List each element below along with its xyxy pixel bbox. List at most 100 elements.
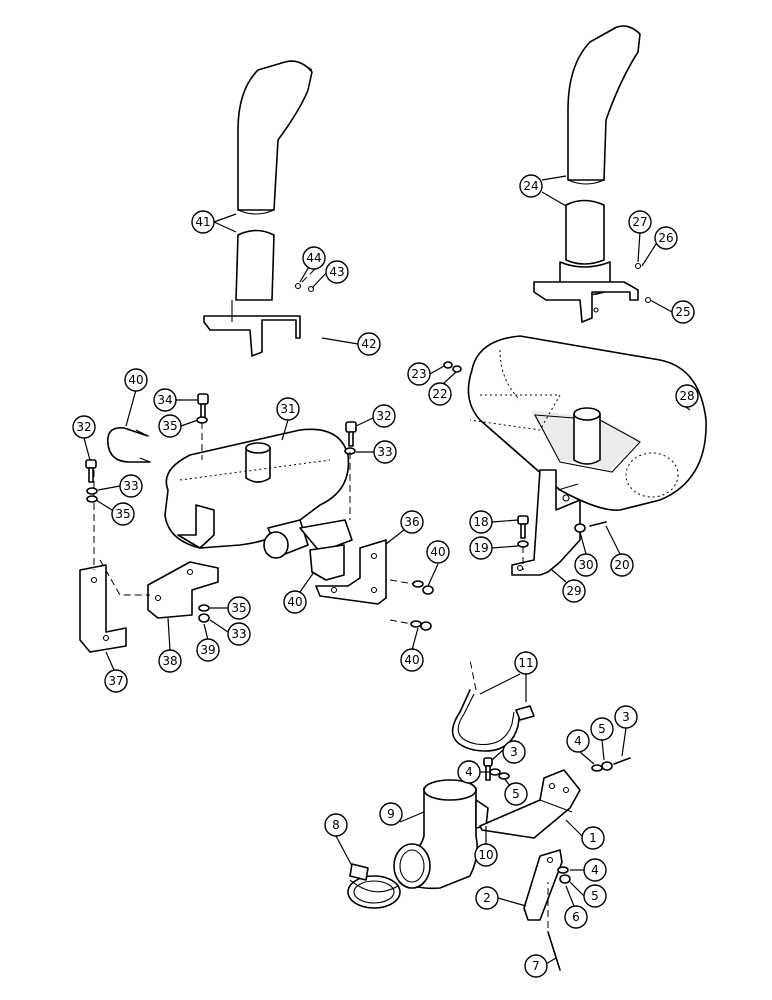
- callout-44: 44: [299, 246, 326, 283]
- callout-41: 41: [191, 210, 237, 234]
- callout-5-right: 5: [590, 717, 614, 761]
- callout-33-bottom: 33: [209, 619, 251, 646]
- callout-3-right: 3: [614, 705, 638, 757]
- callout-label: 31: [280, 402, 295, 416]
- callout-33-left: 33: [97, 474, 143, 498]
- callout-label: 4: [574, 734, 582, 748]
- callout-42: 42: [321, 332, 381, 356]
- callout-35-left: 35: [95, 499, 135, 526]
- callout-label: 24: [523, 179, 538, 193]
- callout-label: 8: [332, 818, 340, 832]
- hardware-left: [85, 393, 434, 631]
- callout-label: 19: [473, 541, 488, 555]
- callout-8: 8: [324, 813, 353, 867]
- callout-label: 7: [532, 959, 540, 973]
- bracket-37: [79, 470, 127, 653]
- callout-label: 33: [377, 445, 392, 459]
- elbow-pipe-9: [393, 779, 489, 890]
- callout-1: 1: [565, 819, 605, 850]
- callout-label: 32: [76, 420, 91, 434]
- bracket-38: [99, 559, 219, 619]
- hardware-bottom: [483, 757, 631, 971]
- callout-39: 39: [196, 623, 220, 662]
- callout-label: 5: [591, 889, 599, 903]
- bracket-29: [511, 469, 581, 576]
- bracket-1: [479, 769, 581, 839]
- callout-2: 2: [475, 886, 527, 910]
- callout-label: 23: [411, 367, 426, 381]
- callout-label: 42: [361, 337, 376, 351]
- callout-label: 35: [162, 419, 177, 433]
- callout-28: 28: [675, 384, 699, 411]
- callout-label: 2: [483, 891, 491, 905]
- callout-label: 5: [512, 787, 520, 801]
- callout-label: 6: [572, 910, 580, 924]
- callout-4-bottom: 4: [570, 858, 607, 882]
- callout-18: 18: [469, 510, 519, 534]
- clamp-8: [347, 863, 401, 909]
- callout-label: 33: [123, 479, 138, 493]
- callout-label: 18: [473, 515, 488, 529]
- callout-label: 41: [195, 215, 210, 229]
- callout-26: 26: [641, 226, 678, 267]
- callout-29: 29: [551, 569, 586, 603]
- callout-label: 25: [675, 305, 690, 319]
- muffler-right: [467, 335, 707, 511]
- callout-label: 4: [465, 765, 473, 779]
- callout-32-left: 32: [72, 415, 96, 461]
- callout-36: 36: [385, 510, 424, 545]
- u-bolt-40: [107, 427, 151, 463]
- callout-19: 19: [469, 536, 519, 560]
- callout-38: 38: [158, 617, 182, 673]
- callout-label: 9: [387, 807, 395, 821]
- callout-34: 34: [153, 388, 198, 412]
- callout-6: 6: [564, 885, 588, 929]
- callout-label: 22: [432, 387, 447, 401]
- callout-11: 11: [479, 651, 538, 702]
- callout-label: 40: [287, 595, 302, 609]
- callout-32-right: 32: [355, 404, 396, 428]
- callout-37: 37: [104, 651, 128, 693]
- hardware-right: [443, 361, 607, 570]
- callout-label: 39: [200, 643, 215, 657]
- callout-25: 25: [649, 299, 695, 324]
- callout-label: 32: [376, 409, 391, 423]
- callout-label: 35: [231, 601, 246, 615]
- callout-label: 33: [231, 627, 246, 641]
- callout-40-bottom: 40: [400, 627, 424, 672]
- callout-label: 3: [510, 745, 518, 759]
- callout-43: 43: [311, 260, 349, 289]
- callout-label: 30: [578, 558, 593, 572]
- callout-label: 29: [566, 584, 581, 598]
- callout-label: 4: [591, 863, 599, 877]
- callout-4-left: 4: [457, 760, 490, 784]
- bracket-36: [315, 539, 387, 605]
- callout-label: 1: [589, 831, 597, 845]
- callout-5-left: 5: [503, 777, 528, 806]
- callout-27: 27: [628, 210, 652, 263]
- u-bolt-11: [451, 659, 535, 752]
- callout-label: 11: [518, 656, 533, 670]
- callout-9: 9: [379, 802, 425, 826]
- callout-3-left: 3: [491, 740, 526, 764]
- callout-label: 44: [306, 251, 321, 265]
- callout-30: 30: [574, 531, 598, 577]
- callout-label: 36: [404, 515, 419, 529]
- callout-label: 43: [329, 265, 344, 279]
- callout-20: 20: [605, 525, 634, 577]
- callout-label: 34: [157, 393, 172, 407]
- callout-40-mid: 40: [283, 571, 315, 614]
- callout-label: 20: [614, 558, 629, 572]
- callout-7: 7: [524, 954, 557, 978]
- callout-23: 23: [407, 362, 445, 386]
- callout-10: 10: [474, 826, 498, 867]
- bracket-2: [523, 849, 563, 921]
- callout-35-top: 35: [158, 414, 199, 438]
- callout-label: 37: [108, 674, 123, 688]
- callout-40-ubolt: 40: [124, 368, 148, 427]
- callout-label: 40: [404, 653, 419, 667]
- callout-35-bottom: 35: [210, 596, 251, 620]
- callout-31: 31: [276, 397, 300, 441]
- callout-label: 26: [658, 231, 673, 245]
